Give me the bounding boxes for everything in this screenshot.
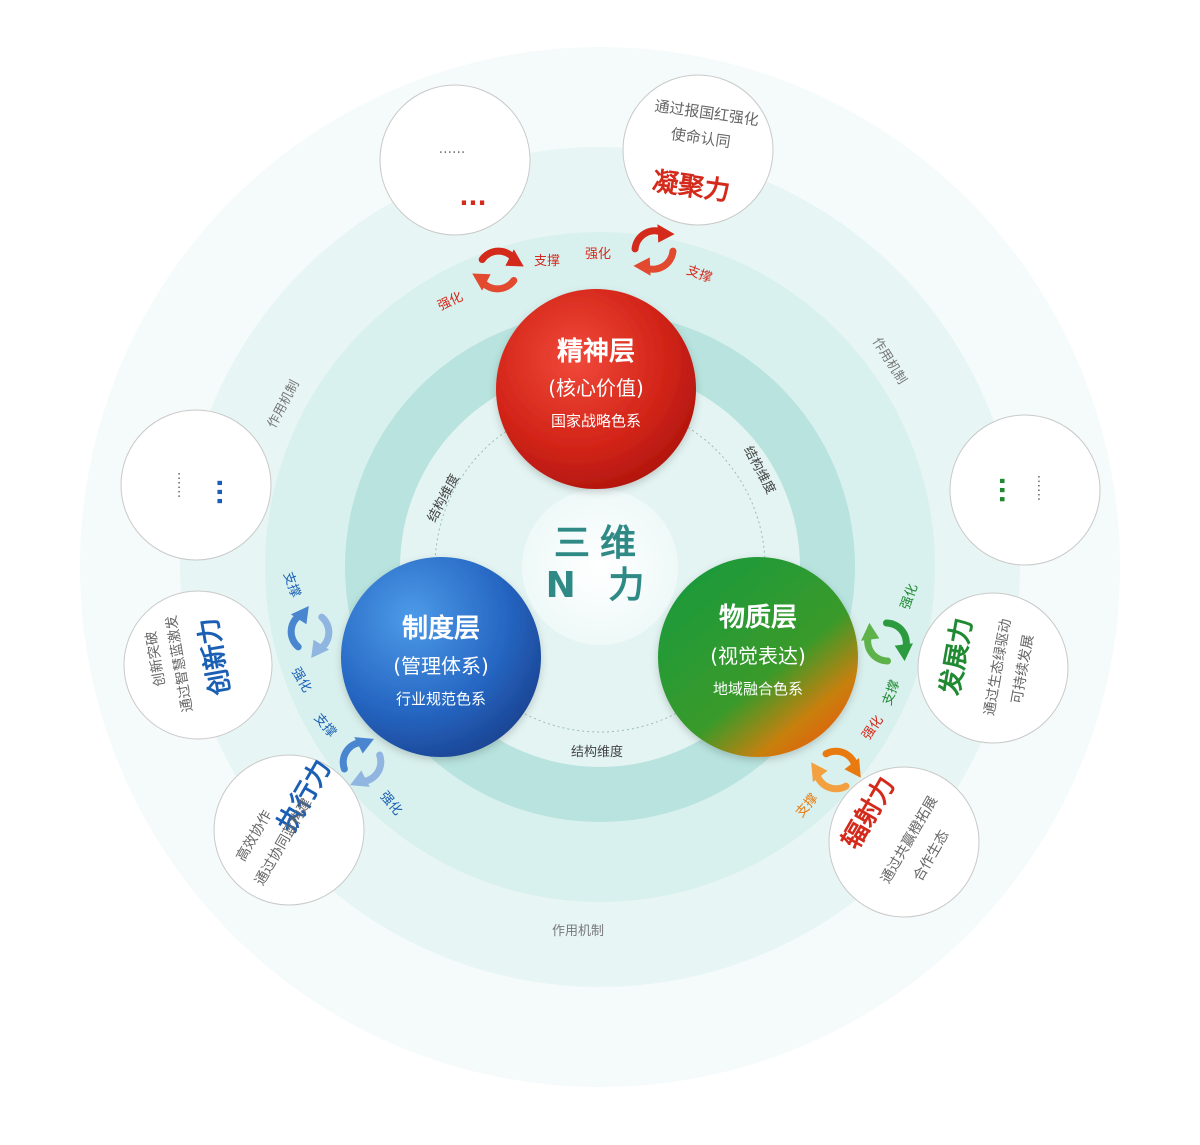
placeholder-left-dots-big: ... xyxy=(200,478,228,505)
label-strengthen-tr: 强化 xyxy=(585,247,611,262)
structure-label-bottom: 结构维度 xyxy=(571,744,623,760)
layer-material-title: 物质层 xyxy=(719,603,797,633)
force-radiation: 辐射力 通过共赢橙拓展 合作生态 xyxy=(828,766,980,918)
layer-institutional-title: 制度层 xyxy=(402,613,480,644)
placeholder-dots-big: ... xyxy=(459,183,486,211)
mechanism-label-bottom: 作用机制 xyxy=(552,924,604,939)
center-core xyxy=(522,489,678,645)
cycle-arrows-icon xyxy=(631,224,677,276)
layer-institutional: 制度层 (管理体系) 行业规范色系 xyxy=(341,557,541,757)
cycle-arrows-icon xyxy=(861,619,913,665)
cycle-arrows-icon xyxy=(472,247,524,293)
placeholder-right-dots-small: ...... xyxy=(1034,475,1050,502)
label-support-tl: 支撑 xyxy=(534,254,560,269)
layer-material-desc: 地域融合色系 xyxy=(713,680,803,698)
cycle-arrows-icon xyxy=(339,737,385,787)
force-innovation: 创新力 通过智慧蓝激发 创新突破 xyxy=(123,590,273,740)
layer-spiritual-title: 精神层 xyxy=(557,337,635,367)
layer-spiritual: 精神层 (核心价值) 国家战略色系 xyxy=(496,289,696,489)
layer-material: 物质层 (视觉表达) 地域融合色系 xyxy=(658,557,858,757)
force-development: 发展力 通过生态绿驱动 可持续发展 xyxy=(917,592,1069,744)
layer-material-subtitle: (视觉表达) xyxy=(710,644,806,668)
layer-spiritual-subtitle: (核心价值) xyxy=(548,376,644,400)
cycle-arrows-icon xyxy=(811,747,861,793)
placeholder-right-dots-big: ... xyxy=(994,476,1022,503)
force-cohesion: 通过报国红强化 使命认同 凝聚力 xyxy=(622,74,774,226)
layer-institutional-desc: 行业规范色系 xyxy=(396,690,486,708)
force-execution: 执行力 通过协同蓝构建 高效协作 xyxy=(213,754,365,906)
center-line1: 三维 xyxy=(554,523,646,564)
layer-institutional-subtitle: (管理体系) xyxy=(393,654,489,678)
force-placeholder-right: ... ...... xyxy=(949,414,1101,566)
placeholder-left-dots-small: ...... xyxy=(168,472,184,499)
placeholder-dots-small: ...... xyxy=(439,141,466,157)
force-placeholder-top-left: ...... ... xyxy=(379,84,531,236)
layer-spiritual-desc: 国家战略色系 xyxy=(551,412,641,430)
force-placeholder-left: ...... ... xyxy=(120,409,272,561)
cycle-arrows-icon xyxy=(287,606,333,658)
center-line2: N 力 xyxy=(546,565,655,606)
